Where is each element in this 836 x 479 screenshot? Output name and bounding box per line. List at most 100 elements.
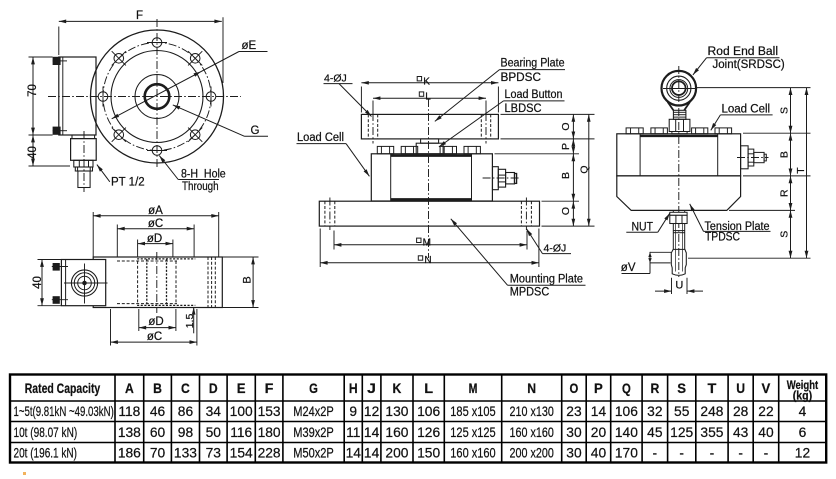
svg-text:F: F xyxy=(265,381,274,396)
svg-text:A: A xyxy=(125,381,134,396)
svg-text:30: 30 xyxy=(566,425,582,440)
svg-text:Load Cell: Load Cell xyxy=(297,132,344,144)
svg-text:Bearing Plate: Bearing Plate xyxy=(501,57,565,69)
svg-text:P: P xyxy=(560,143,572,150)
svg-text:R: R xyxy=(779,189,791,197)
svg-text:100: 100 xyxy=(230,404,253,419)
svg-text:PT 1/2: PT 1/2 xyxy=(111,177,145,189)
svg-text:106: 106 xyxy=(417,404,440,419)
svg-text:L: L xyxy=(424,381,433,396)
svg-text:N: N xyxy=(424,255,431,266)
svg-text:86: 86 xyxy=(178,404,194,419)
svg-text:46: 46 xyxy=(150,404,166,419)
svg-text:1.5: 1.5 xyxy=(184,314,196,329)
svg-text:140: 140 xyxy=(615,425,638,440)
svg-text:-: - xyxy=(679,445,684,460)
svg-text:248: 248 xyxy=(700,404,723,419)
svg-text:160 x160: 160 x160 xyxy=(450,445,496,460)
svg-text:-: - xyxy=(710,445,715,460)
svg-text:116: 116 xyxy=(230,425,252,440)
svg-text:55: 55 xyxy=(674,404,690,419)
svg-text:B: B xyxy=(560,172,572,179)
svg-text:30: 30 xyxy=(566,445,582,460)
svg-text:Joint(SRDSC): Joint(SRDSC) xyxy=(713,59,785,71)
svg-text:M: M xyxy=(469,381,478,396)
svg-text:Q: Q xyxy=(578,165,590,173)
svg-text:V: V xyxy=(762,381,771,396)
svg-text:O: O xyxy=(560,207,572,215)
svg-text:Rated Capacity: Rated Capacity xyxy=(25,381,101,396)
svg-text:1~5t(9.81kN ~49.03kN): 1~5t(9.81kN ~49.03kN) xyxy=(14,404,114,419)
svg-text:125: 125 xyxy=(670,425,693,440)
svg-text:Weight: Weight xyxy=(787,380,819,392)
svg-text:N: N xyxy=(527,381,536,396)
svg-text:355: 355 xyxy=(700,425,723,440)
svg-text:MPDSC: MPDSC xyxy=(510,286,549,298)
svg-text:14: 14 xyxy=(364,445,380,460)
svg-text:U: U xyxy=(675,280,683,292)
svg-text:S: S xyxy=(779,107,791,114)
svg-text:K: K xyxy=(393,381,402,396)
svg-text:210 x130: 210 x130 xyxy=(510,404,555,419)
svg-text:12: 12 xyxy=(364,404,379,419)
svg-text:Load Button: Load Button xyxy=(505,89,563,101)
svg-text:R: R xyxy=(650,381,659,396)
svg-text:11: 11 xyxy=(346,425,360,440)
svg-text:40: 40 xyxy=(758,425,774,440)
svg-text:70: 70 xyxy=(27,84,39,97)
svg-text:70: 70 xyxy=(150,445,166,460)
svg-text:125 x125: 125 x125 xyxy=(450,425,496,440)
svg-text:153: 153 xyxy=(258,404,281,419)
svg-text:106: 106 xyxy=(615,404,638,419)
svg-text:C: C xyxy=(181,381,190,396)
svg-text:øA: øA xyxy=(148,205,163,217)
svg-text:98: 98 xyxy=(178,425,194,440)
svg-text:186: 186 xyxy=(118,445,141,460)
svg-text:LBDSC: LBDSC xyxy=(505,103,542,115)
svg-text:Rod End Ball: Rod End Ball xyxy=(708,46,779,58)
svg-text:10t (98.07 kN): 10t (98.07 kN) xyxy=(14,425,78,440)
svg-text:4-ØJ: 4-ØJ xyxy=(544,242,567,254)
svg-text:Load Cell: Load Cell xyxy=(722,103,771,115)
svg-text:NUT: NUT xyxy=(632,221,654,233)
svg-text:B: B xyxy=(779,151,791,158)
svg-text:14: 14 xyxy=(591,404,607,419)
svg-text:138: 138 xyxy=(118,425,141,440)
svg-text:4-ØJ: 4-ØJ xyxy=(324,72,347,84)
svg-text:43: 43 xyxy=(733,425,749,440)
svg-text:-: - xyxy=(738,445,743,460)
svg-text:H: H xyxy=(349,381,358,396)
svg-text:Through: Through xyxy=(182,181,219,193)
svg-text:12: 12 xyxy=(795,445,810,460)
svg-text:133: 133 xyxy=(174,445,197,460)
svg-text:L: L xyxy=(425,92,431,103)
svg-text:G: G xyxy=(309,381,318,396)
svg-text:34: 34 xyxy=(206,404,222,419)
svg-text:50: 50 xyxy=(206,425,222,440)
svg-text:8-H Hole: 8-H Hole xyxy=(181,168,226,180)
svg-text:Q: Q xyxy=(622,381,631,396)
svg-text:228: 228 xyxy=(258,445,281,460)
svg-text:14: 14 xyxy=(346,445,362,460)
svg-text:øD: øD xyxy=(148,316,163,328)
svg-text:Tension Plate: Tension Plate xyxy=(705,221,770,233)
svg-text:180: 180 xyxy=(258,425,281,440)
svg-text:øC: øC xyxy=(147,331,162,343)
svg-text:TPDSC: TPDSC xyxy=(705,232,740,244)
svg-text:118: 118 xyxy=(118,404,140,419)
svg-text:22: 22 xyxy=(758,404,773,419)
svg-text:9: 9 xyxy=(349,404,357,419)
svg-text:Mounting Plate: Mounting Plate xyxy=(510,274,583,286)
svg-text:G: G xyxy=(251,125,260,137)
svg-text:-: - xyxy=(764,445,769,460)
svg-text:200 x200: 200 x200 xyxy=(510,445,555,460)
svg-text:45: 45 xyxy=(647,425,663,440)
svg-text:60: 60 xyxy=(150,425,166,440)
svg-text:M39x2P: M39x2P xyxy=(293,425,334,440)
svg-text:S: S xyxy=(779,231,791,238)
svg-text:P: P xyxy=(594,381,603,396)
svg-text:200: 200 xyxy=(385,445,408,460)
svg-text:20t (196.1 kN): 20t (196.1 kN) xyxy=(14,445,78,460)
svg-text:28: 28 xyxy=(733,404,749,419)
svg-text:170: 170 xyxy=(615,445,638,460)
